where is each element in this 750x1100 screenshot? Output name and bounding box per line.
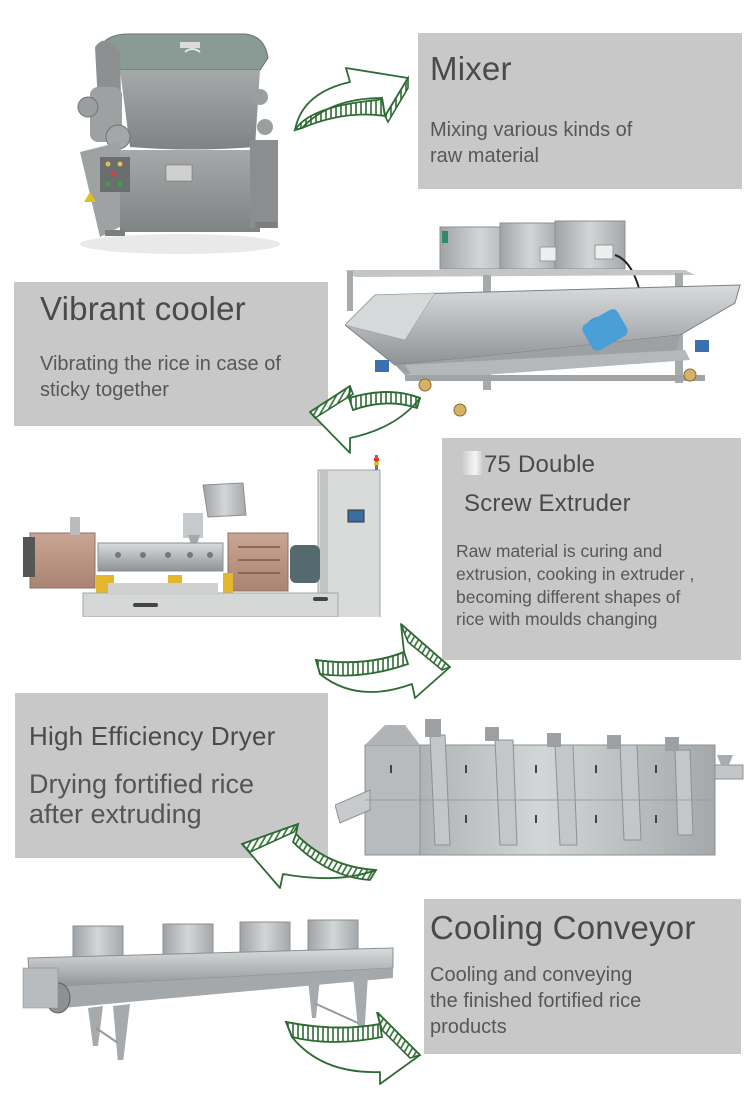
step-card-cooling-conveyor: Cooling Conveyor Cooling and conveying t…	[424, 899, 741, 1054]
twin-screw-extruder-machine-image	[18, 455, 403, 617]
step-card-dryer: High Efficiency Dryer Drying fortified r…	[15, 693, 328, 858]
flow-arrow-left-icon	[238, 822, 378, 892]
step-title: Mixer	[430, 50, 512, 87]
flow-arrow-right-icon	[290, 48, 414, 132]
step-title-line2: Screw Extruder	[464, 490, 631, 517]
step-description: Mixing various kinds of raw material	[430, 119, 633, 167]
mixer-machine-image	[60, 22, 282, 260]
step-description: Vibrating the rice in case of sticky tog…	[40, 353, 281, 401]
step-card-extruder: 75 Double Screw Extruder Raw material is…	[442, 438, 741, 660]
step-title: High Efficiency Dryer	[29, 721, 276, 751]
step-title: Cooling Conveyor	[430, 909, 696, 946]
step-description: Drying fortified rice after extruding	[29, 769, 255, 829]
flow-arrow-left-icon	[305, 378, 423, 458]
obscured-model-prefix	[462, 451, 482, 475]
step-description: Cooling and conveying the finished forti…	[430, 964, 642, 1038]
step-card-mixer: Mixer Mixing various kinds of raw materi…	[418, 33, 742, 189]
step-title-line1: 75 Double	[462, 451, 595, 479]
dryer-machine-image	[335, 705, 750, 865]
cooling-conveyor-machine-image	[18, 918, 398, 1060]
flow-arrow-right-icon	[282, 1012, 422, 1088]
flow-arrow-right-icon	[312, 622, 452, 700]
step-card-vibrant-cooler: Vibrant cooler Vibrating the rice in cas…	[14, 282, 328, 426]
step-description: Raw material is curing and extrusion, co…	[456, 541, 695, 630]
vibrating-cooler-machine-image	[345, 215, 745, 420]
step-title: Vibrant cooler	[40, 290, 246, 327]
